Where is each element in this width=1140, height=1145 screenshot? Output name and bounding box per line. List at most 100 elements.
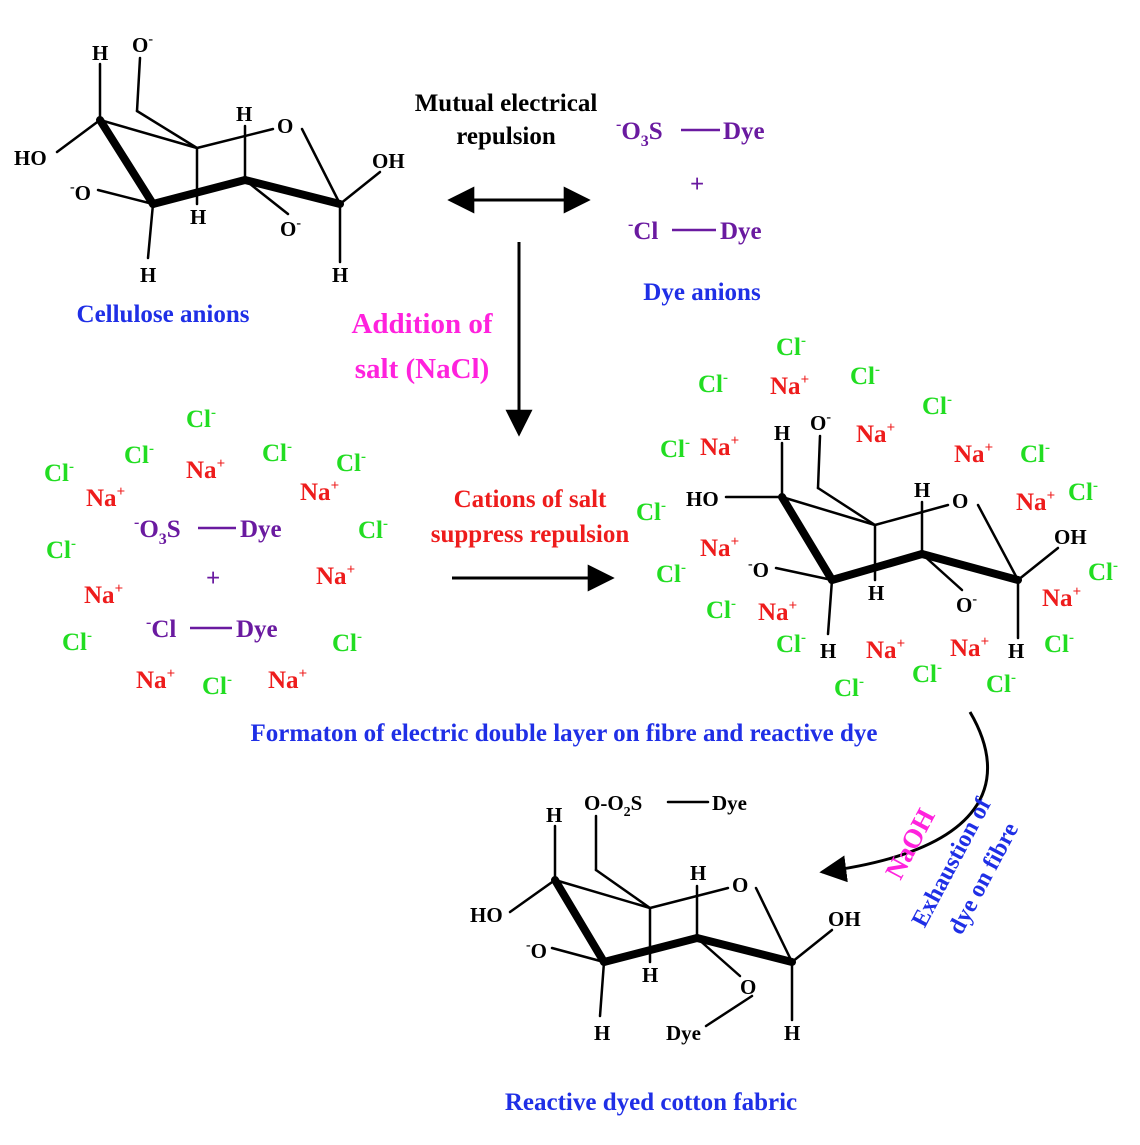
svg-text:H: H [690, 861, 706, 885]
atom-oh: OH [372, 149, 405, 173]
sodium-ion: Na+ [758, 598, 797, 626]
atom-h: H [190, 205, 206, 229]
chloride-ion: Cl- [636, 498, 666, 526]
svg-text:-O3S: -O3S [134, 514, 181, 548]
svg-text:Dye: Dye [236, 616, 278, 643]
chloride-ion: Cl- [1044, 630, 1074, 658]
sodium-ion: Na+ [866, 636, 905, 664]
atom-h: H [236, 102, 252, 126]
chloride-ion: Cl- [1068, 478, 1098, 506]
cations-suppress-label-line1: Cations of salt [454, 486, 607, 513]
svg-text:Dye: Dye [240, 516, 282, 543]
chloride-ion: Cl- [706, 596, 736, 624]
chloride-ion: Cl- [202, 672, 232, 700]
svg-text:-Cl: -Cl [146, 614, 176, 643]
atom-ho: HO [14, 146, 47, 170]
atom-h: H [332, 263, 348, 287]
chloride-ion: Cl- [1088, 558, 1118, 586]
chloride-ion: Cl- [834, 674, 864, 702]
svg-text:H: H [868, 581, 884, 605]
svg-text:H: H [774, 421, 790, 445]
chloride-ion: Cl- [922, 392, 952, 420]
svg-text:HO: HO [686, 487, 719, 511]
chloride-ion: Cl- [44, 459, 74, 487]
chloride-ion: Cl- [660, 435, 690, 463]
chloride-ion: Cl- [912, 660, 942, 688]
reactive-dyed-cellulose-molecule [508, 800, 834, 1028]
svg-text:+: + [206, 565, 220, 592]
svg-text:O-: O- [956, 592, 977, 617]
svg-text:O: O [952, 489, 968, 513]
chloride-ion: Cl- [1020, 440, 1050, 468]
addition-of-salt-label-line2: salt (NaCl) [355, 353, 490, 385]
mutual-repulsion-label-line2: repulsion [456, 123, 556, 150]
cellulose-anion-molecule-right [724, 434, 1060, 640]
chloride-ion: Cl- [776, 333, 806, 361]
chloride-ion: Cl- [336, 449, 366, 477]
svg-text:H: H [546, 803, 562, 827]
sodium-ion: Na+ [186, 456, 225, 484]
svg-text:H: H [1008, 639, 1024, 663]
chloride-ion: Cl- [986, 670, 1016, 698]
sodium-ion: Na+ [84, 581, 123, 609]
svg-text:Dye: Dye [712, 791, 747, 815]
atom-o-minus: O- [132, 32, 153, 57]
chloride-ion: Cl- [698, 370, 728, 398]
svg-text:Dye: Dye [720, 218, 762, 245]
sodium-ion: Na+ [700, 534, 739, 562]
dye-anions-label: Dye anions [643, 279, 761, 306]
chloride-ion: Cl- [186, 405, 216, 433]
svg-text:-O: -O [748, 557, 769, 582]
sodium-ion: Na+ [1042, 584, 1081, 612]
chloride-ion: Cl- [46, 536, 76, 564]
svg-text:-Cl: -Cl [628, 216, 658, 245]
left-ion-cloud: Cl-Cl-Cl-Cl-Cl-Cl-Cl-Cl-Cl-Cl- Na+Na+Na+… [44, 405, 388, 700]
chloride-ion: Cl- [358, 516, 388, 544]
svg-text:H: H [784, 1021, 800, 1045]
svg-text:Dye: Dye [723, 118, 765, 145]
cations-suppress-label-line2: suppress repulsion [431, 521, 630, 548]
chloride-ion: Cl- [124, 441, 154, 469]
svg-text:+: + [690, 171, 704, 198]
cellulose-anions-label: Cellulose anions [77, 301, 250, 328]
sodium-ion: Na+ [950, 634, 989, 662]
sodium-ion: Na+ [954, 440, 993, 468]
chloride-ion: Cl- [850, 362, 880, 390]
curved-arrow [819, 711, 990, 883]
chloride-ion: Cl- [332, 629, 362, 657]
chloride-ion: Cl- [62, 628, 92, 656]
svg-text:OH: OH [828, 907, 861, 931]
svg-text:O-O2S: O-O2S [584, 791, 642, 820]
svg-text:-O3S: -O3S [616, 116, 663, 150]
cellulose-anion-atoms-right: H O- HO -O H H H O O- OH H [686, 410, 1087, 663]
sodium-ion: Na+ [1016, 488, 1055, 516]
cellulose-anion-atoms-top: H O- HO -O H H H O O- OH H [14, 32, 405, 287]
atom-o-minus: -O [70, 180, 91, 205]
svg-text:H: H [642, 963, 658, 987]
sodium-ion: Na+ [856, 420, 895, 448]
sodium-ion: Na+ [86, 484, 125, 512]
double-layer-caption: Formaton of electric double layer on fib… [251, 720, 878, 747]
atom-o-minus: O- [280, 216, 301, 241]
atom-h: H [140, 263, 156, 287]
svg-text:H: H [914, 478, 930, 502]
chloride-ion: Cl- [776, 630, 806, 658]
sodium-ion: Na+ [268, 666, 307, 694]
svg-text:HO: HO [470, 903, 503, 927]
reactive-dyed-label: Reactive dyed cotton fabric [505, 1089, 797, 1116]
mutual-repulsion-label-line1: Mutual electrical [415, 90, 598, 117]
reactive-dyed-cellulose-atoms: H O-O2S Dye HO -O H H H O O Dye OH H [470, 791, 861, 1045]
svg-text:-O: -O [526, 938, 547, 963]
sodium-ion: Na+ [700, 433, 739, 461]
chloride-ion: Cl- [656, 560, 686, 588]
svg-text:O-: O- [810, 410, 831, 435]
sodium-ion: Na+ [316, 562, 355, 590]
sodium-ion: Na+ [136, 666, 175, 694]
svg-text:O: O [740, 975, 756, 999]
addition-of-salt-label-line1: Addition of [351, 308, 492, 340]
sodium-ion: Na+ [770, 372, 809, 400]
dye-anions-top: -O3S Dye + -Cl Dye [616, 116, 765, 245]
atom-h: H [92, 41, 108, 65]
right-ion-cloud: Cl- Cl- Cl- Cl- Cl- Cl- Cl- Cl- Cl- Cl- Cl- Cl- Cl- C… [636, 333, 1118, 702]
